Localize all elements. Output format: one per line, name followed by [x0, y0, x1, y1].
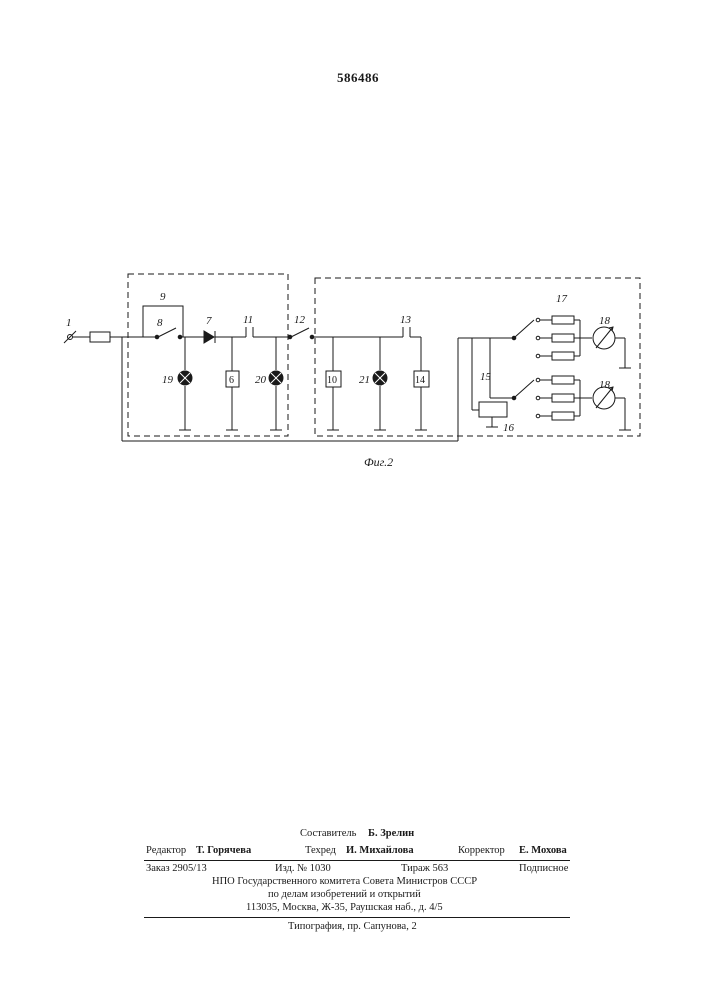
label-15: 15	[480, 371, 492, 383]
label-18a: 18	[599, 315, 611, 327]
fuse	[90, 332, 110, 342]
label-17: 17	[556, 293, 568, 305]
label-20: 20	[255, 374, 267, 386]
figure-caption: Фиг.2	[364, 455, 393, 470]
label-12: 12	[294, 314, 306, 326]
label-11: 11	[243, 314, 253, 326]
label-8: 8	[157, 317, 163, 329]
selector-switch-lower	[515, 380, 534, 397]
label-19: 19	[162, 374, 174, 386]
dashed-block-left	[128, 274, 288, 436]
label-6: 6	[229, 375, 234, 386]
label-10: 10	[327, 375, 337, 386]
selector-switch-upper	[515, 320, 534, 337]
switch-12	[291, 328, 309, 337]
label-9: 9	[160, 291, 166, 303]
label-7: 7	[206, 315, 212, 327]
label-13: 13	[400, 314, 412, 326]
diode-7	[204, 331, 214, 343]
dashed-block-right	[315, 278, 640, 436]
label-18b: 18	[599, 379, 611, 391]
label-21: 21	[359, 374, 370, 386]
switch-8	[158, 328, 176, 337]
relay-16	[479, 402, 507, 417]
label-1: 1	[66, 317, 72, 329]
label-14: 14	[415, 375, 425, 386]
label-16: 16	[503, 422, 515, 434]
